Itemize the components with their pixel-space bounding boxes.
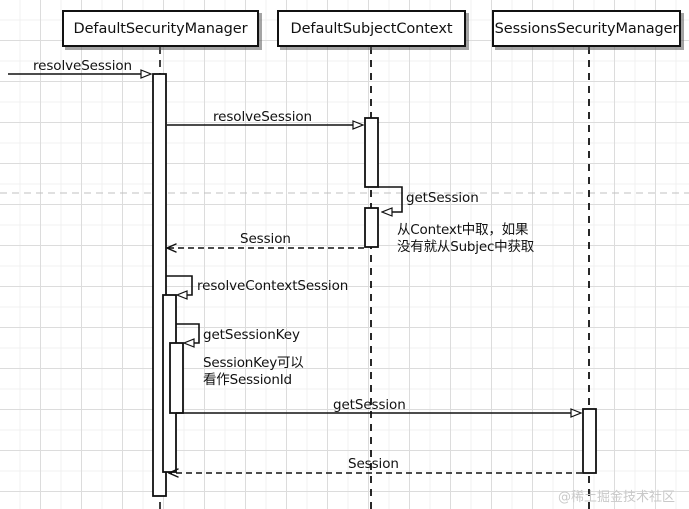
message-label-get-session-key: getSessionKey	[203, 327, 300, 343]
message-arrow-resolve-context-session-self	[166, 275, 193, 295]
message-label-resolve-session-entry: resolveSession	[33, 58, 133, 74]
watermark-text: @稀土掘金技术社区	[558, 490, 676, 505]
participant-box-sessions-security-manager[interactable]: SessionsSecurityManager	[492, 10, 681, 47]
note-session-key: SessionKey可以 看作SessionId	[203, 355, 304, 388]
message-arrow-get-session-key-self	[176, 323, 200, 343]
participant-label: SessionsSecurityManager	[494, 20, 679, 37]
participant-box-default-security-manager[interactable]: DefaultSecurityManager	[62, 10, 259, 47]
participant-label: DefaultSubjectContext	[290, 20, 453, 37]
message-label-get-session: getSession	[333, 397, 406, 413]
message-label-resolve-session: resolveSession	[213, 109, 313, 125]
note-context-subject: 从Context中取，如果 没有就从Subjec中获取	[397, 222, 535, 255]
participant-label: DefaultSecurityManager	[73, 20, 248, 37]
message-label-get-session-self: getSession	[406, 190, 479, 206]
message-label-session-return-ssm: Session	[348, 456, 399, 472]
message-label-session-return-dsc: Session	[240, 231, 291, 247]
message-label-resolve-context-session: resolveContextSession	[197, 278, 349, 294]
participant-box-default-subject-context[interactable]: DefaultSubjectContext	[277, 10, 466, 47]
activation-bar-ssm-get-session	[582, 408, 597, 474]
activation-bar-dsm-get-session-key	[169, 342, 184, 414]
activation-bar-dsc-resolve-session	[364, 117, 379, 188]
activation-bar-dsc-get-session	[364, 207, 379, 248]
message-arrow-get-session-self	[378, 186, 403, 212]
